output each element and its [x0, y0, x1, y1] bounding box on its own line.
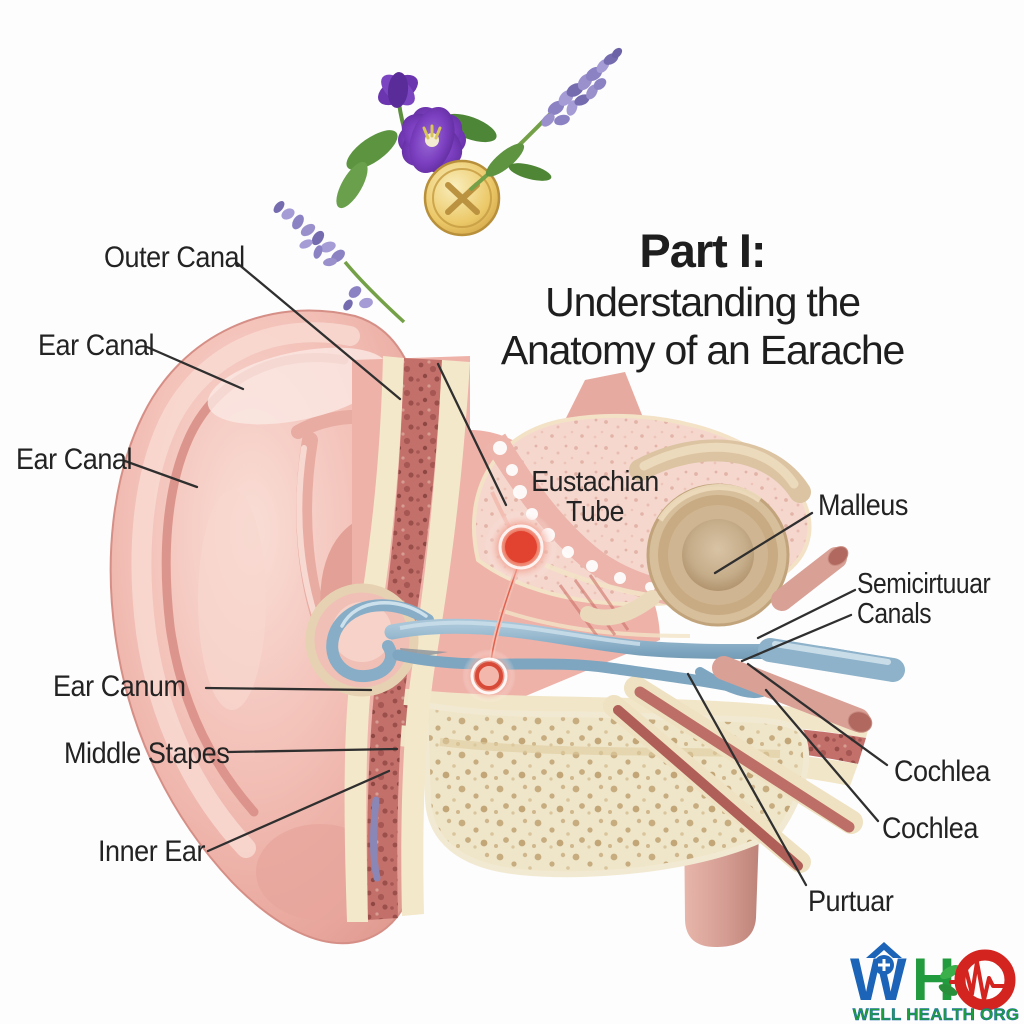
logo-letter-h: H	[912, 946, 955, 1013]
label-cochlea-upper: Cochlea	[894, 755, 990, 788]
leader-semicircular-1	[756, 588, 857, 640]
label-cochlea-lower: Cochlea	[882, 812, 978, 845]
label-purtuar: Purtuar	[808, 885, 894, 918]
leader-cochlea-lower	[764, 688, 880, 823]
tympanic-ring	[305, 583, 448, 697]
label-eustachian-line2: Tube	[566, 496, 624, 529]
leader-ear-canal-lower	[123, 459, 199, 489]
label-semicircular-canals: Semicirtuuar Canals	[857, 568, 991, 631]
label-ear-canal-lower: Ear Canal	[16, 443, 133, 476]
lavender-florets	[541, 47, 623, 127]
lavender-sprig-left-icon	[273, 201, 406, 324]
leader-cochlea-upper	[746, 662, 889, 767]
leader-inner-ear	[206, 769, 391, 853]
leaf-icon	[938, 984, 958, 996]
leader-malleus	[713, 511, 814, 575]
leader-middle-stapes	[226, 747, 399, 754]
house-roof-icon	[866, 942, 902, 958]
leaf-icon	[940, 965, 960, 979]
leader-outer-canal	[235, 261, 402, 401]
heartbeat-icon	[949, 960, 1009, 1002]
leader-ear-canal-upper	[145, 345, 245, 391]
inner-ear-nerve-line	[370, 796, 381, 882]
label-eustachian-tube: Eustachian Tube	[521, 467, 668, 528]
malleus-spiral	[580, 483, 790, 627]
leader-ear-canum	[204, 686, 373, 692]
title-block: Part I: Understanding the Anatomy of an …	[425, 226, 980, 374]
leader-purtuar	[686, 672, 808, 887]
cochlea-wedges	[603, 676, 863, 873]
leader-eustachian	[436, 362, 508, 507]
label-outer-canal: Outer Canal	[104, 241, 245, 274]
label-eustachian-line1: Eustachian	[531, 466, 659, 498]
label-middle-stapes: Middle Stapes	[64, 737, 230, 770]
title-subtitle-line2: Anatomy of an Earache	[500, 326, 905, 373]
lavender-sprig-icon	[468, 47, 623, 192]
medical-cross-icon	[878, 959, 890, 971]
leader-semicircular-2	[740, 613, 853, 663]
label-ear-canal-upper: Ear Canal	[38, 329, 155, 362]
title-heading: Part I:	[639, 224, 766, 277]
violet-flower-icon	[336, 72, 497, 209]
logo-tagline: WELL HEALTH ORG	[852, 1005, 1020, 1024]
label-semicircular-line1: Semicirtuuar	[857, 568, 991, 600]
well-health-org-logo: W H	[850, 942, 1016, 1013]
label-semicircular-line2: Canals	[857, 598, 932, 631]
label-malleus: Malleus	[818, 489, 908, 522]
inflammation-spots	[462, 491, 557, 703]
label-ear-canum: Ear Canum	[53, 670, 186, 703]
title-subtitle-line1: Understanding the	[545, 279, 861, 326]
label-inner-ear: Inner Ear	[98, 835, 206, 868]
leader-lines	[123, 261, 889, 887]
